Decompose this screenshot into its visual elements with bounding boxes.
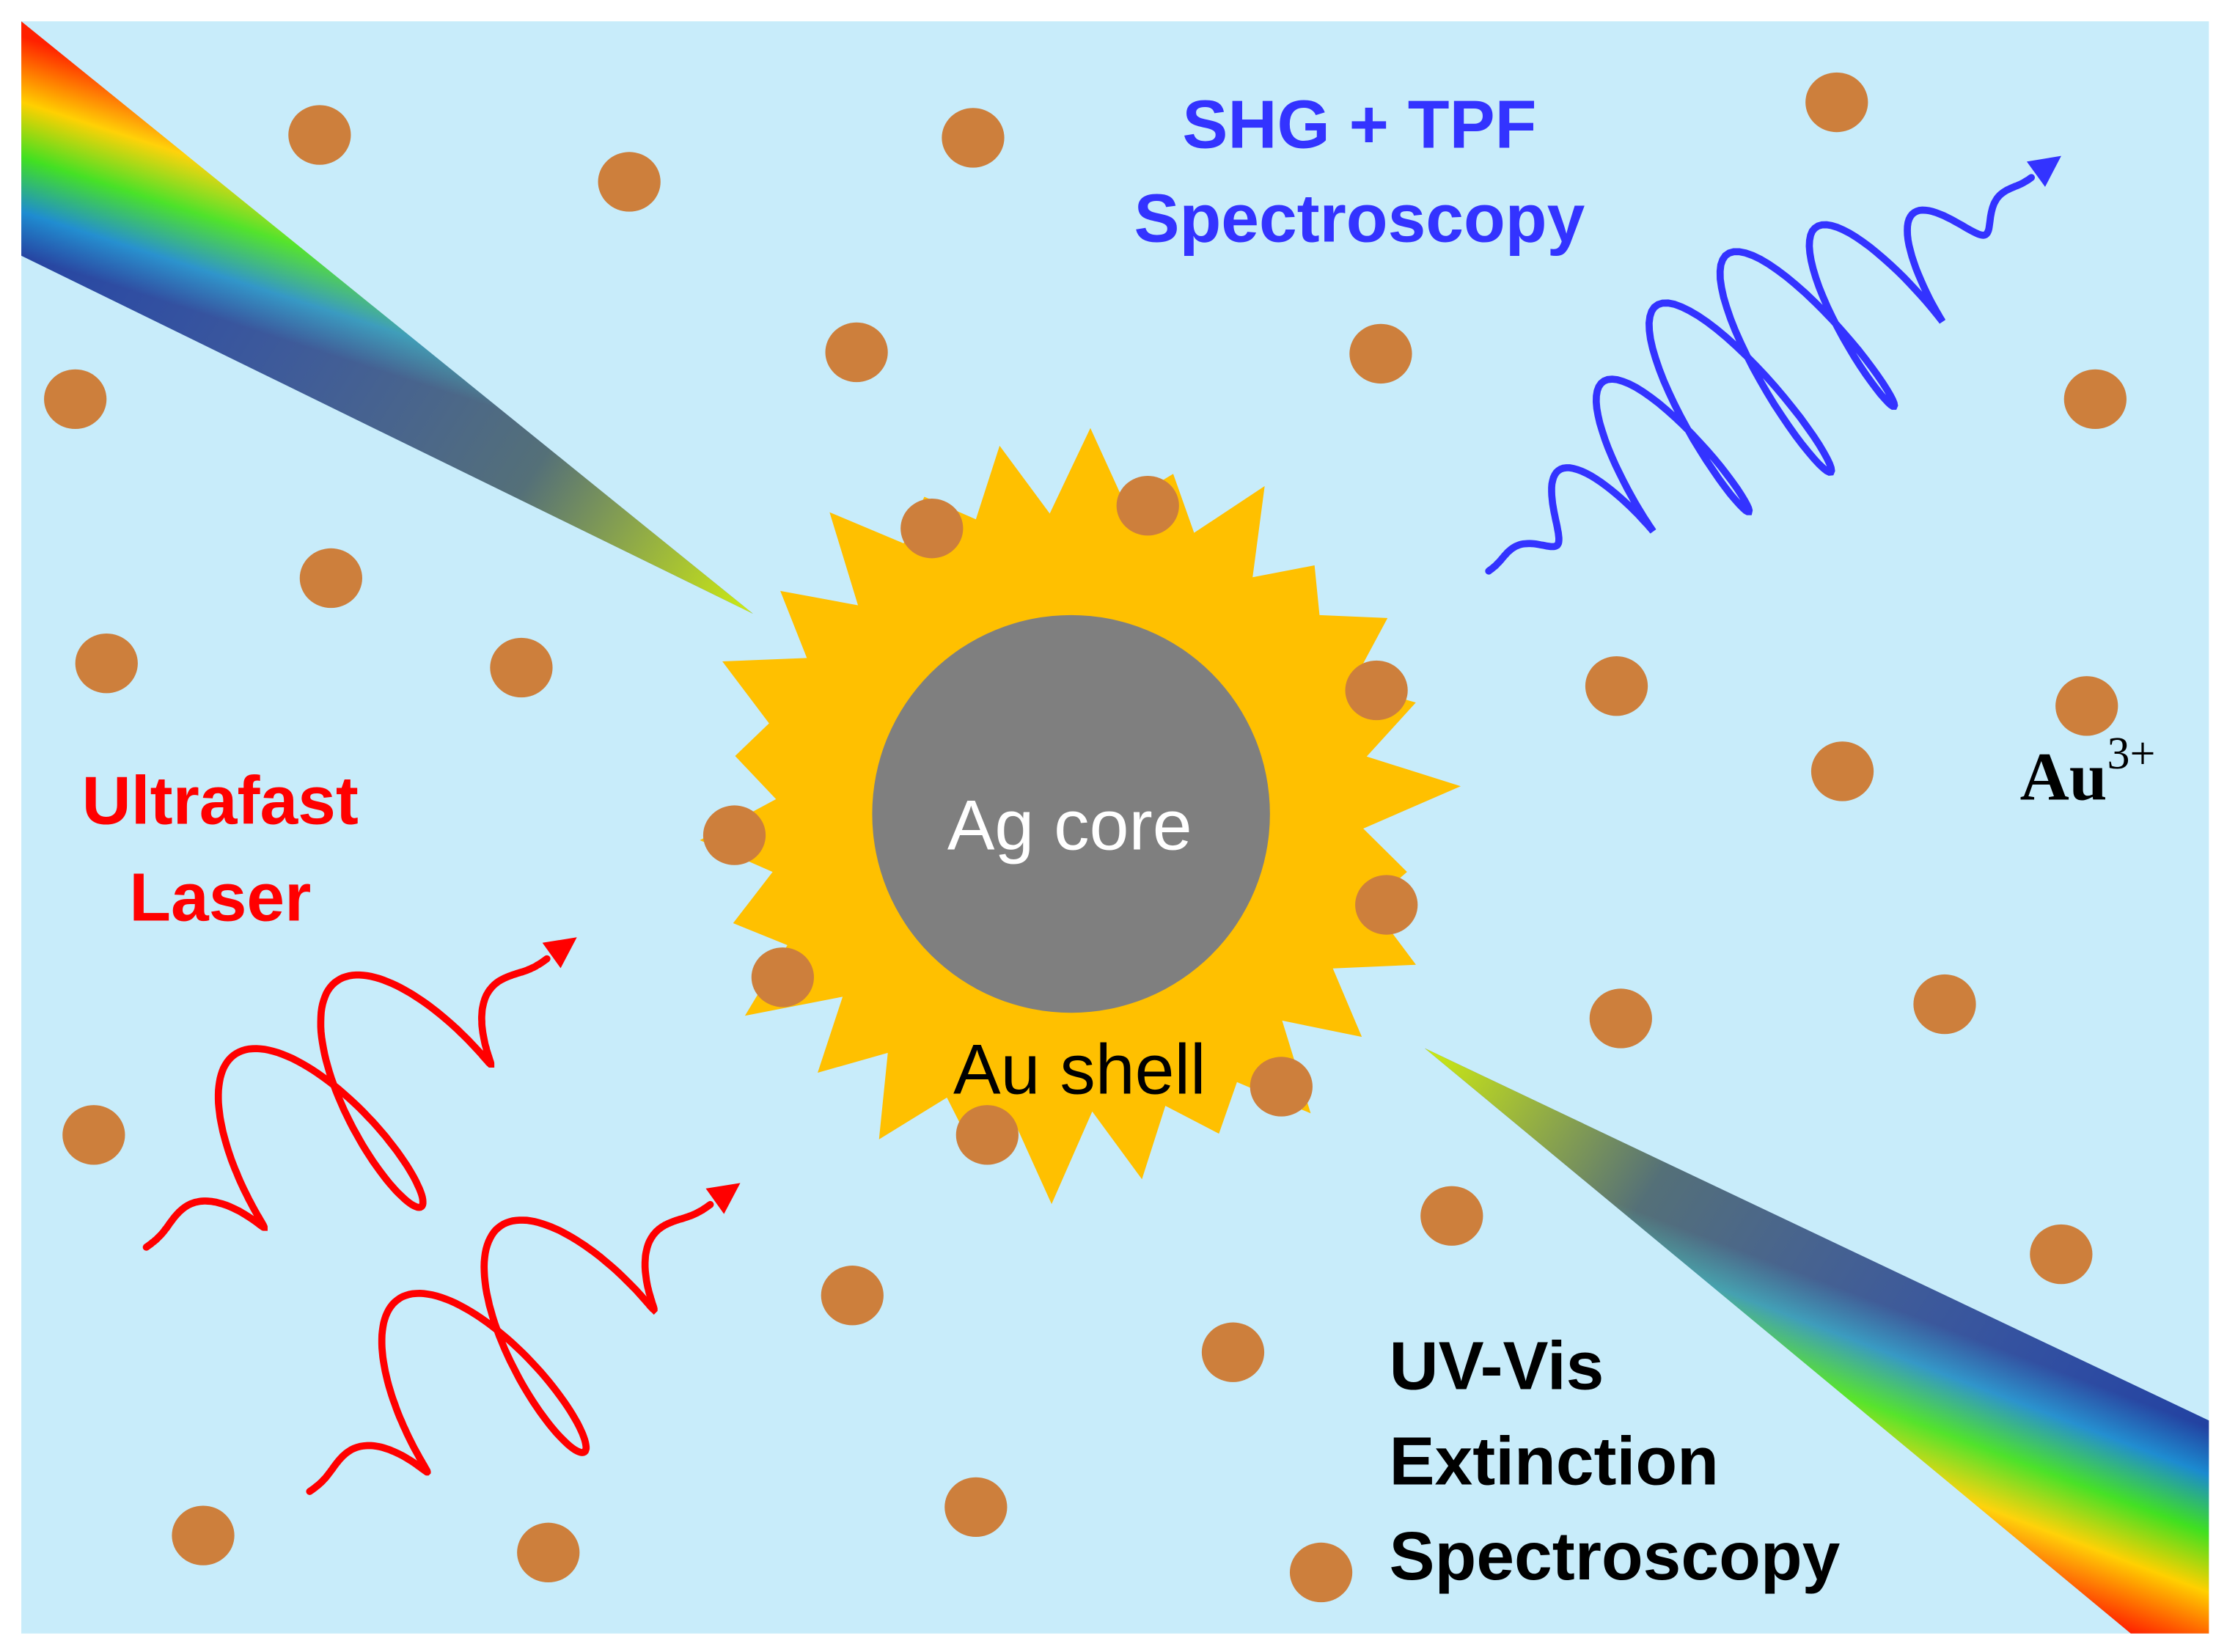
au-ion-dot	[2030, 1224, 2093, 1285]
au-ion-dot	[1250, 1057, 1313, 1117]
au-ion-dot	[75, 634, 138, 694]
au-ion-dot	[821, 1266, 884, 1326]
laser-pulse-wave-1-arrowhead-icon	[542, 937, 577, 969]
uv-label-line3: Spectroscopy	[1390, 1518, 1841, 1594]
laser-label-line2: Laser	[129, 859, 311, 935]
au-ion-dot	[598, 152, 661, 212]
au-ion-dot	[1116, 475, 1179, 536]
au-ion-dot	[942, 108, 1005, 168]
ag-core	[872, 614, 1270, 1013]
shg-label-line2: Spectroscopy	[1134, 180, 1585, 256]
au3-ion-label: Au3+	[2020, 729, 2156, 815]
shg-emission-wave	[1485, 174, 2036, 575]
ion-base: Au	[2020, 740, 2107, 815]
au-ion-dots	[44, 72, 2127, 1603]
shg-label-line1: SHG + TPF	[1182, 86, 1536, 162]
au-ion-dot	[1201, 1322, 1265, 1382]
au-ion-dot	[944, 1477, 1008, 1538]
core-label: Ag core	[947, 785, 1192, 864]
au-ion-dot	[1913, 974, 1976, 1035]
laser-label: Ultrafast Laser	[82, 763, 359, 936]
laser-pulse-wave-2-arrowhead-icon	[705, 1183, 741, 1214]
transmitted-beam	[1424, 1048, 2209, 1634]
au-ion-dot	[172, 1505, 235, 1565]
au-ion-dot	[299, 548, 362, 609]
au-ion-dot	[1805, 72, 1868, 133]
au-ion-dot	[1289, 1542, 1353, 1603]
au-ion-dot	[1810, 741, 1874, 801]
uv-vis-label: UV-Vis Extinction Spectroscopy	[1390, 1328, 1841, 1595]
au-ion-dot	[825, 322, 888, 383]
uv-label-line2: Extinction	[1390, 1422, 1719, 1499]
shell-label: Au shell	[953, 1029, 1206, 1109]
au-ion-dot	[1420, 1186, 1483, 1246]
au-ion-dot	[62, 1105, 125, 1165]
laser-label-line1: Ultrafast	[82, 763, 359, 839]
laser-pulse-wave-2	[306, 1200, 714, 1495]
ion-charge: 3+	[2107, 729, 2156, 779]
au-ion-dot	[2055, 676, 2118, 736]
shg-tpf-label: SHG + TPF Spectroscopy	[1134, 86, 1585, 256]
au-ion-dot	[702, 805, 766, 865]
au-ion-dot	[955, 1105, 1019, 1165]
au-ion-dot	[751, 947, 815, 1007]
au-ion-dot	[1349, 323, 1412, 384]
au-ion-dot	[1345, 660, 1408, 721]
au-ion-dot	[44, 369, 107, 430]
au-ion-dot	[517, 1522, 580, 1583]
au-ion-dot	[1585, 656, 1648, 716]
au-ion-dot	[490, 637, 553, 698]
uv-label-line1: UV-Vis	[1390, 1328, 1604, 1404]
shg-emission-wave-arrowhead-icon	[2026, 155, 2061, 187]
au-ion-dot	[2063, 369, 2127, 430]
au-ion-dot	[288, 105, 351, 165]
au-ion-dot	[900, 498, 964, 559]
laser-pulse-wave-1	[142, 955, 551, 1251]
au-ion-dot	[1589, 988, 1652, 1049]
au-ion-dot	[1355, 875, 1418, 935]
